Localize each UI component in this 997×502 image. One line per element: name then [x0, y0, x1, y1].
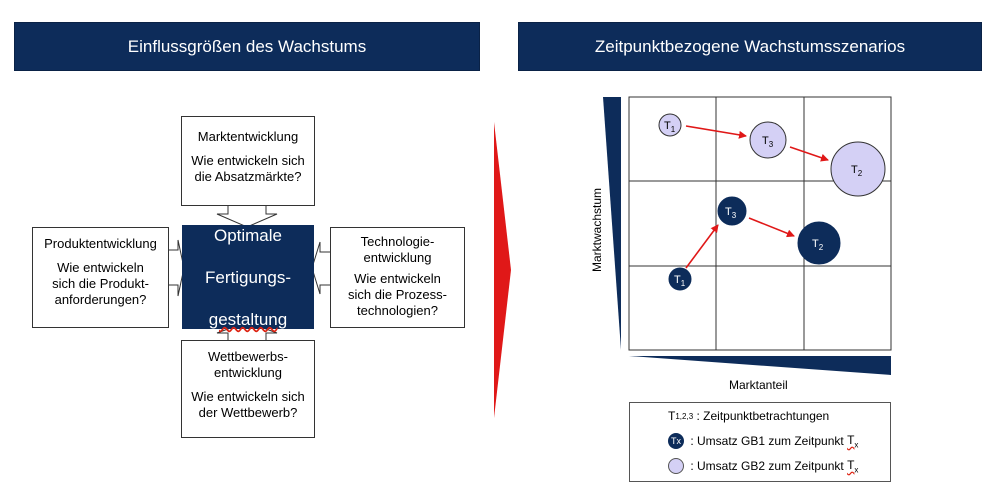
c4-sub: 3	[732, 211, 737, 220]
box-technology-question: Wie entwickeln sich die Prozess- technol…	[348, 271, 447, 318]
c6-main: T	[674, 274, 681, 286]
c5-main: T	[812, 238, 819, 250]
circle-gb1-t3: T3	[717, 196, 747, 226]
c5-sub: 2	[819, 243, 824, 252]
box-market: Marktentwicklung Wie entwickeln sich die…	[181, 116, 315, 206]
center-line2: Fertigungs-	[205, 267, 291, 287]
legend-gb1-icon: Tx	[668, 433, 684, 450]
legend-gb1-text: : Umsatz GB1 zum Zeitpunkt	[687, 434, 848, 449]
y-axis-label: Marktwachstum	[590, 188, 604, 272]
legend-gb1-tx-sub: x	[854, 440, 859, 450]
arrow-gb2-t3-t2	[789, 146, 829, 162]
y-axis-wedge	[603, 97, 621, 350]
legend-row-gb2: : Umsatz GB2 zum Zeitpunkt Tx	[668, 458, 858, 474]
box-technology-title: Technologie- entwicklung	[360, 234, 435, 265]
c3-main: T	[851, 164, 858, 176]
svg-text:T2: T2	[851, 164, 863, 178]
legend-time-main: T	[668, 409, 676, 423]
connector-right-arrow	[311, 241, 330, 295]
svg-text:T1: T1	[664, 120, 676, 134]
c4-main: T	[725, 206, 732, 218]
circle-gb2-t1: T1	[658, 113, 682, 137]
x-axis-label: Marktanteil	[729, 378, 788, 392]
c2-main: T	[762, 135, 769, 147]
circle-gb1-t1: T1	[668, 267, 692, 291]
svg-text:T2: T2	[812, 238, 824, 252]
center-box: Optimale Fertigungs- gestaltung	[182, 225, 314, 329]
arrow-gb2-t1-t3	[685, 125, 747, 139]
box-competition-question: Wie entwickeln sich der Wettbewerb?	[191, 389, 305, 420]
transition-arrow	[494, 122, 511, 418]
c1-sub: 1	[671, 125, 676, 134]
box-product-title: Produktentwicklung	[44, 236, 157, 251]
c3-sub: 2	[858, 169, 863, 178]
legend-gb2-text: : Umsatz GB2 zum Zeitpunkt	[687, 459, 848, 474]
center-line1: Optimale	[213, 225, 282, 245]
header-scenarios: Zeitpunktbezogene Wachstumsszenarios	[518, 22, 982, 71]
arrow-gb1-t1-t3	[685, 224, 719, 269]
header-influences-text: Einflussgrößen des Wachstums	[127, 36, 367, 56]
c6-sub: 1	[681, 279, 686, 288]
box-market-title: Marktentwicklung	[197, 129, 299, 144]
x-axis-wedge	[629, 356, 891, 375]
legend-row-gb1: Tx : Umsatz GB1 zum Zeitpunkt Tx	[668, 433, 858, 449]
svg-text:T1: T1	[674, 274, 686, 288]
legend-time-text: : Zeitpunktbetrachtungen	[693, 409, 830, 423]
circle-gb2-t2: T2	[830, 141, 886, 197]
legend-gb2-tx-main: T	[847, 458, 855, 472]
header-scenarios-text: Zeitpunktbezogene Wachstumsszenarios	[594, 36, 906, 56]
legend-gb1-tx-main: T	[847, 433, 855, 447]
header-influences: Einflussgrößen des Wachstums	[14, 22, 480, 71]
box-market-question: Wie entwickeln sich die Absatzmärkte?	[191, 153, 305, 184]
circle-gb1-t2: T2	[797, 221, 841, 265]
center-line3: gestaltung	[208, 309, 288, 329]
circle-gb2-t3: T3	[749, 121, 787, 159]
c1-main: T	[664, 120, 671, 132]
box-product-question: Wie entwickeln sich die Produkt- anforde…	[52, 260, 149, 307]
legend-gb2-tx-sub: x	[854, 465, 859, 475]
arrow-gb1-t3-t2	[748, 217, 795, 238]
legend-time-sub: 1,2,3	[675, 411, 694, 421]
svg-text:T3: T3	[762, 135, 774, 149]
box-technology: Technologie- entwicklung Wie entwickeln …	[330, 227, 465, 328]
svg-text:T3: T3	[725, 206, 737, 220]
box-product: Produktentwicklung Wie entwickeln sich d…	[32, 227, 169, 328]
box-competition-title: Wettbewerbs- entwicklung	[208, 349, 288, 380]
c2-sub: 3	[769, 140, 774, 149]
box-competition: Wettbewerbs- entwicklung Wie entwickeln …	[181, 340, 315, 438]
legend-gb2-icon	[668, 458, 684, 475]
